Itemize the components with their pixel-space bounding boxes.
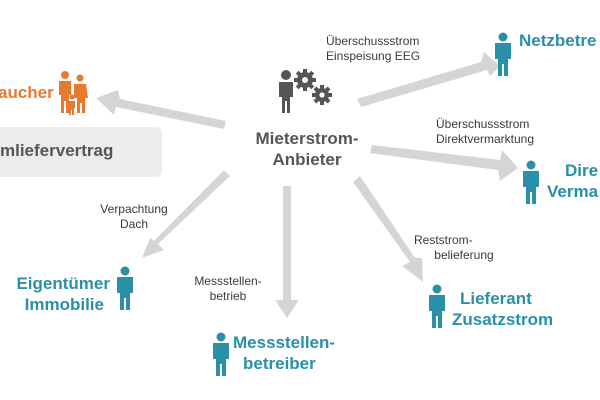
center-node: Mieterstrom- Anbieter: [244, 128, 370, 170]
edge-label-rest: Reststrom- belieferung: [410, 233, 518, 263]
direkt-line1: Dire: [565, 161, 599, 180]
edge-label-dach-line2: Dach: [119, 217, 148, 231]
contract-box: mliefervertrag: [0, 127, 162, 177]
person-icon-lieferant: [429, 284, 445, 328]
direkt-line2: Verma: [547, 182, 599, 201]
node-netzbetreiber: Netzbetre: [519, 31, 597, 50]
eigentuemer-line1: Eigentümer: [16, 274, 110, 293]
gears-person-icon: [279, 69, 332, 113]
contract-label: mliefervertrag: [0, 141, 114, 160]
edge-label-dach-line1: Verpachtung: [100, 202, 168, 216]
node-eigentuemer: Eigentümer Immobilie: [10, 273, 110, 315]
messstellen-line1: Messstellen-: [233, 333, 336, 352]
person-icon-direktvermarktung: [523, 160, 539, 204]
edge-label-dach: Verpachtung Dach: [84, 202, 184, 232]
edge-label-rest-line1: Reststrom-: [414, 233, 473, 247]
person-icon-netzbetreiber: [495, 32, 511, 76]
node-messstellenbetreiber: Messstellen- betreiber: [233, 332, 335, 374]
center-line1: Mieterstrom-: [255, 129, 359, 148]
edge-label-netz-line1: Überschussstrom: [326, 34, 420, 48]
node-verbraucher: aucher: [0, 83, 54, 102]
edge-label-mess-line2: betrieb: [209, 289, 247, 303]
arrow-direktvermarktung: [370, 145, 518, 181]
lieferant-line1: Lieferant: [460, 289, 532, 308]
messstellen-line2: betreiber: [243, 354, 316, 373]
edge-label-direkt-line1: Überschussstrom: [436, 117, 530, 131]
arrow-messstellen: [275, 186, 299, 318]
edge-label-mess: Messstellen- betrieb: [180, 274, 276, 304]
node-lieferant: Lieferant Zusatzstrom: [452, 288, 553, 330]
lieferant-line2: Zusatzstrom: [452, 310, 554, 329]
edge-label-netz-line2: Einspeisung EEG: [326, 49, 421, 63]
arrow-lieferant: [353, 176, 423, 282]
edge-label-rest-line2: belieferung: [434, 248, 494, 262]
edge-label-netz: Überschussstrom Einspeisung EEG: [326, 34, 420, 64]
eigentuemer-line2: Immobilie: [24, 295, 104, 314]
arrow-verbraucher: [96, 90, 226, 129]
edge-label-direkt-line2: Direktvermarktung: [436, 132, 535, 146]
center-line2: Anbieter: [272, 150, 342, 169]
edge-label-mess-line1: Messstellen-: [194, 274, 262, 288]
person-icon-eigentuemer: [117, 266, 133, 310]
person-icon-messstellen: [213, 332, 229, 376]
arrow-netzbetreiber: [357, 52, 500, 107]
node-direktvermarktung: Dire Verma: [547, 160, 598, 202]
family-icon: [59, 71, 88, 115]
arrow-eigentuemer: [142, 170, 230, 258]
edge-label-direkt: Überschussstrom Direktvermarktung: [436, 117, 534, 147]
